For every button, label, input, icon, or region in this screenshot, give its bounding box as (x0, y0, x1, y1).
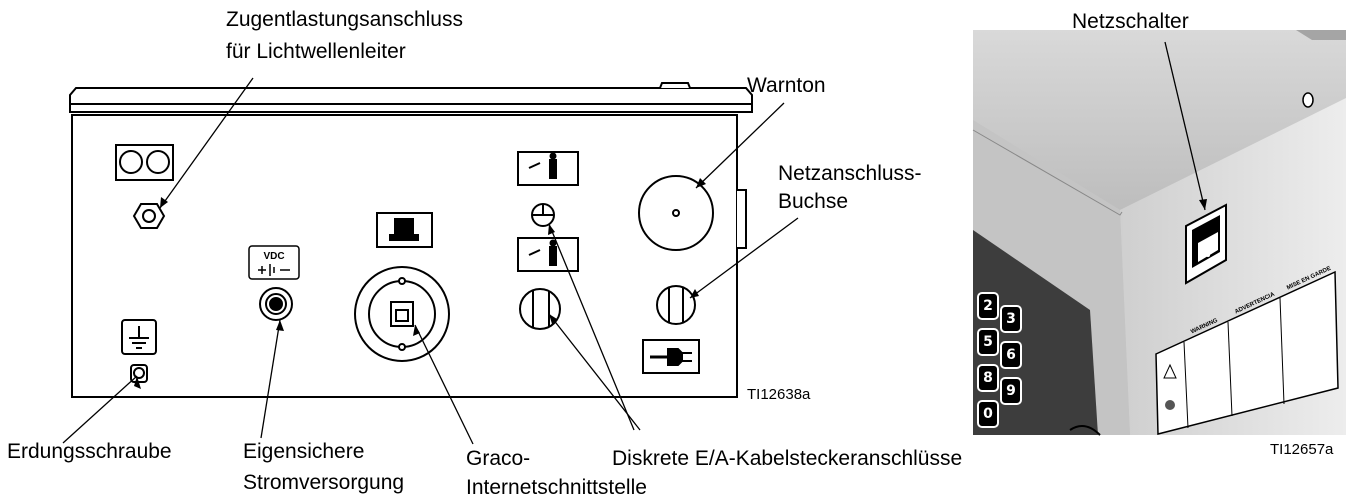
computer-icon (376, 212, 433, 248)
keypad-key: 0 (977, 400, 999, 428)
label-power-socket-1: Netzanschluss- (778, 162, 922, 185)
figure-id-left: TI12638a (747, 386, 811, 403)
label-graco-1: Graco- (466, 447, 531, 470)
graco-internet-connector (354, 266, 450, 362)
leader-line-right (1164, 41, 1206, 211)
power-supply-connector (259, 287, 293, 321)
keypad-key: 2 (977, 292, 999, 320)
vdc-icon (248, 245, 300, 280)
label-graco-2: Internetschnittstelle (466, 476, 647, 499)
alarm-speaker (638, 175, 714, 251)
keypad-key: 8 (977, 364, 999, 392)
label-discrete-io: Diskrete E/A-Kabelsteckeranschlüsse (612, 447, 963, 470)
leader-arrowheads-left (134, 178, 706, 389)
label-alarm: Warnton (747, 74, 826, 97)
power-plug-icon (642, 339, 700, 374)
enclosure-lid (69, 82, 753, 113)
io-connector-bottom (519, 288, 561, 330)
strain-relief-fitting (132, 203, 166, 229)
right-figure-photo (972, 30, 1346, 436)
label-strain-relief-2: für Lichtwellenleiter (226, 40, 406, 63)
label-power-switch: Netzschalter (1072, 10, 1189, 33)
label-power-supply-1: Eigensichere (243, 440, 365, 463)
io-icon-bottom (517, 237, 579, 272)
keypad-key: 6 (1000, 341, 1022, 369)
label-ground-screw: Erdungsschraube (7, 440, 172, 463)
label-power-socket-2: Buchse (778, 190, 849, 213)
power-inlet-connector (656, 285, 696, 325)
label-strain-relief-1: Zugentlastungsanschluss (226, 8, 463, 31)
vdc-text: VDC (263, 251, 284, 262)
power-switch-rocker (1185, 203, 1227, 285)
leader-lines-left (62, 77, 799, 445)
io-icon-top (517, 151, 579, 186)
keypad-key: 3 (1000, 305, 1022, 333)
keypad-key: 9 (1000, 377, 1022, 405)
fiber-optic-icon (115, 144, 174, 181)
ground-icon (121, 319, 157, 383)
io-connector-top (531, 203, 555, 227)
enclosure-front (71, 114, 738, 398)
figure-id-right: TI12657a (1270, 441, 1334, 458)
leader-arrowhead-right (1199, 199, 1207, 210)
keypad-key: 5 (977, 328, 999, 356)
warning-label (1155, 270, 1339, 435)
label-power-supply-2: Stromversorgung (243, 471, 405, 494)
